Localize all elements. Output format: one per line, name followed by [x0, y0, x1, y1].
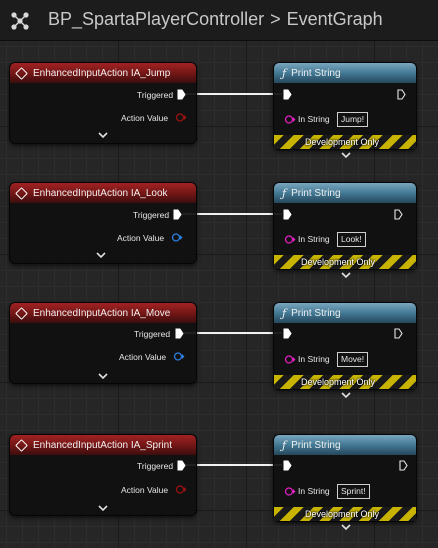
exec-out-pin-icon[interactable] — [173, 209, 182, 220]
event-diamond-icon — [15, 306, 28, 320]
expand-chevron-icon[interactable] — [341, 524, 351, 531]
function-icon: ƒ — [282, 306, 287, 320]
event-node-ia-move[interactable]: EnhancedInputAction IA_Move Triggered Ac… — [9, 302, 197, 384]
breadcrumb: BP_SpartaPlayerController>EventGraph — [48, 9, 383, 30]
string-pin-icon[interactable] — [284, 487, 296, 496]
development-only-label: Development Only — [305, 509, 380, 519]
print-string-header: ƒ Print String — [274, 303, 416, 323]
in-string-input[interactable]: Move! — [337, 352, 369, 367]
vector-pin-icon[interactable] — [171, 233, 183, 242]
expand-chevron-icon[interactable] — [341, 272, 351, 279]
event-node-header: EnhancedInputAction IA_Sprint — [10, 435, 196, 455]
function-icon: ƒ — [282, 186, 287, 200]
event-graph-icon — [11, 12, 29, 30]
in-string-label: In String — [298, 486, 330, 496]
breadcrumb-separator: > — [270, 9, 281, 29]
event-node-header: EnhancedInputAction IA_Jump — [10, 63, 196, 83]
print-string-title: Print String — [291, 439, 341, 451]
string-pin-icon[interactable] — [284, 355, 296, 364]
string-pin-icon[interactable] — [284, 235, 296, 244]
in-string-input[interactable]: Sprint! — [337, 484, 370, 499]
development-only-bar — [274, 255, 416, 269]
print-string-title: Print String — [291, 67, 341, 79]
event-node-title: EnhancedInputAction IA_Look — [33, 187, 168, 199]
print-string-title: Print String — [291, 307, 341, 319]
in-string-label: In String — [298, 114, 330, 124]
triggered-pin-label: Triggered — [133, 210, 170, 220]
expand-chevron-icon[interactable] — [98, 505, 108, 512]
triggered-pin-label: Triggered — [134, 329, 171, 339]
development-only-bar — [274, 507, 416, 521]
graph-tab-header: BP_SpartaPlayerController>EventGraph — [0, 0, 438, 41]
exec-out-pin-icon[interactable] — [177, 460, 186, 471]
print-string-header: ƒ Print String — [274, 435, 416, 455]
event-diamond-icon — [15, 186, 28, 200]
exec-in-pin-icon[interactable] — [283, 328, 292, 339]
development-only-label: Development Only — [305, 137, 380, 147]
action-value-pin-label: Action Value — [117, 233, 165, 243]
print-string-header: ƒ Print String — [274, 63, 416, 83]
exec-out-pin-icon[interactable] — [399, 460, 408, 471]
print-string-node-move[interactable]: ƒ Print String In String Move! Developme… — [273, 302, 417, 399]
exec-out-pin-icon[interactable] — [397, 89, 406, 100]
print-string-header: ƒ Print String — [274, 183, 416, 203]
bool-pin-icon[interactable] — [175, 485, 187, 494]
event-node-title: EnhancedInputAction IA_Jump — [33, 67, 171, 79]
in-string-label: In String — [298, 234, 330, 244]
development-only-label: Development Only — [301, 257, 376, 267]
exec-out-pin-icon[interactable] — [177, 89, 186, 100]
breadcrumb-blueprint[interactable]: BP_SpartaPlayerController — [48, 9, 265, 29]
bool-pin-icon[interactable] — [175, 113, 187, 122]
event-node-ia-jump[interactable]: EnhancedInputAction IA_Jump Triggered Ac… — [9, 62, 197, 144]
print-string-node-sprint[interactable]: ƒ Print String In String Sprint! Develop… — [273, 434, 417, 531]
expand-chevron-icon[interactable] — [341, 392, 351, 399]
function-icon: ƒ — [282, 66, 287, 80]
development-only-bar — [274, 135, 416, 149]
exec-in-pin-icon[interactable] — [283, 89, 292, 100]
in-string-label: In String — [298, 354, 330, 364]
exec-out-pin-icon[interactable] — [175, 328, 184, 339]
event-diamond-icon — [15, 438, 28, 452]
in-string-input[interactable]: Jump! — [337, 112, 369, 127]
expand-chevron-icon[interactable] — [98, 373, 108, 380]
event-node-title: EnhancedInputAction IA_Move — [33, 307, 171, 319]
development-only-label: Development Only — [301, 377, 376, 387]
expand-chevron-icon[interactable] — [341, 152, 351, 159]
action-value-pin-label: Action Value — [121, 113, 169, 123]
breadcrumb-graph[interactable]: EventGraph — [286, 9, 383, 29]
print-string-node-look[interactable]: ƒ Print String In String Look! Developme… — [273, 182, 417, 279]
vector-pin-icon[interactable] — [173, 352, 185, 361]
exec-in-pin-icon[interactable] — [283, 209, 292, 220]
event-node-ia-sprint[interactable]: EnhancedInputAction IA_Sprint Triggered … — [9, 434, 197, 516]
exec-out-pin-icon[interactable] — [394, 328, 403, 339]
expand-chevron-icon[interactable] — [98, 132, 108, 139]
print-string-title: Print String — [291, 187, 341, 199]
string-pin-icon[interactable] — [284, 115, 296, 124]
exec-in-pin-icon[interactable] — [283, 460, 292, 471]
triggered-pin-label: Triggered — [137, 90, 174, 100]
expand-chevron-icon[interactable] — [96, 252, 106, 259]
action-value-pin-label: Action Value — [119, 352, 167, 362]
exec-out-pin-icon[interactable] — [394, 209, 403, 220]
event-node-header: EnhancedInputAction IA_Move — [10, 303, 196, 323]
action-value-pin-label: Action Value — [121, 485, 169, 495]
print-string-node-jump[interactable]: ƒ Print String In String Jump! Developme… — [273, 62, 417, 159]
triggered-pin-label: Triggered — [137, 461, 174, 471]
event-node-header: EnhancedInputAction IA_Look — [10, 183, 196, 203]
event-node-ia-look[interactable]: EnhancedInputAction IA_Look Triggered Ac… — [9, 182, 197, 264]
event-diamond-icon — [15, 66, 28, 80]
event-node-title: EnhancedInputAction IA_Sprint — [33, 439, 172, 451]
function-icon: ƒ — [282, 438, 287, 452]
development-only-bar — [274, 375, 416, 389]
in-string-input[interactable]: Look! — [337, 232, 366, 247]
